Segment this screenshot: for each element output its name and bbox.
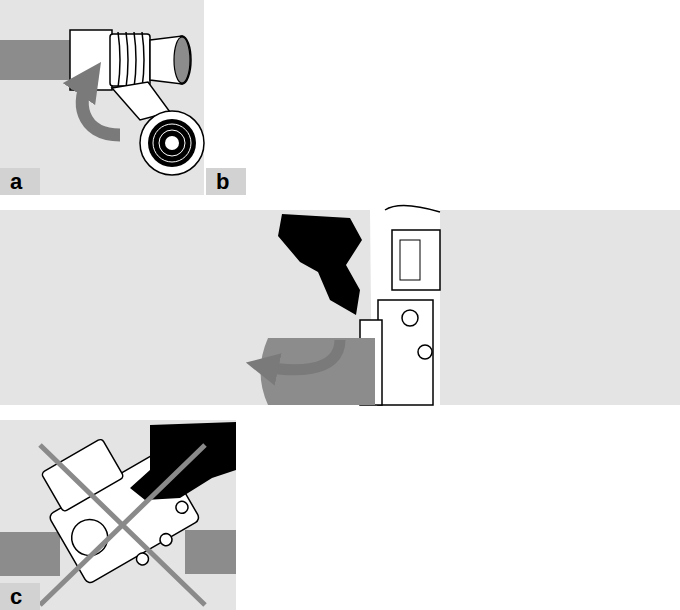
panel-letter: c (0, 583, 40, 610)
panel-background (0, 0, 204, 195)
panel-background (0, 210, 680, 405)
tape-illustration (0, 30, 204, 175)
valve-tighten-illustration (261, 205, 441, 405)
panel-background (0, 420, 236, 610)
wrong-handling-illustration (0, 416, 236, 605)
panel-letter: b (206, 168, 246, 195)
panel-letter: a (0, 168, 40, 195)
